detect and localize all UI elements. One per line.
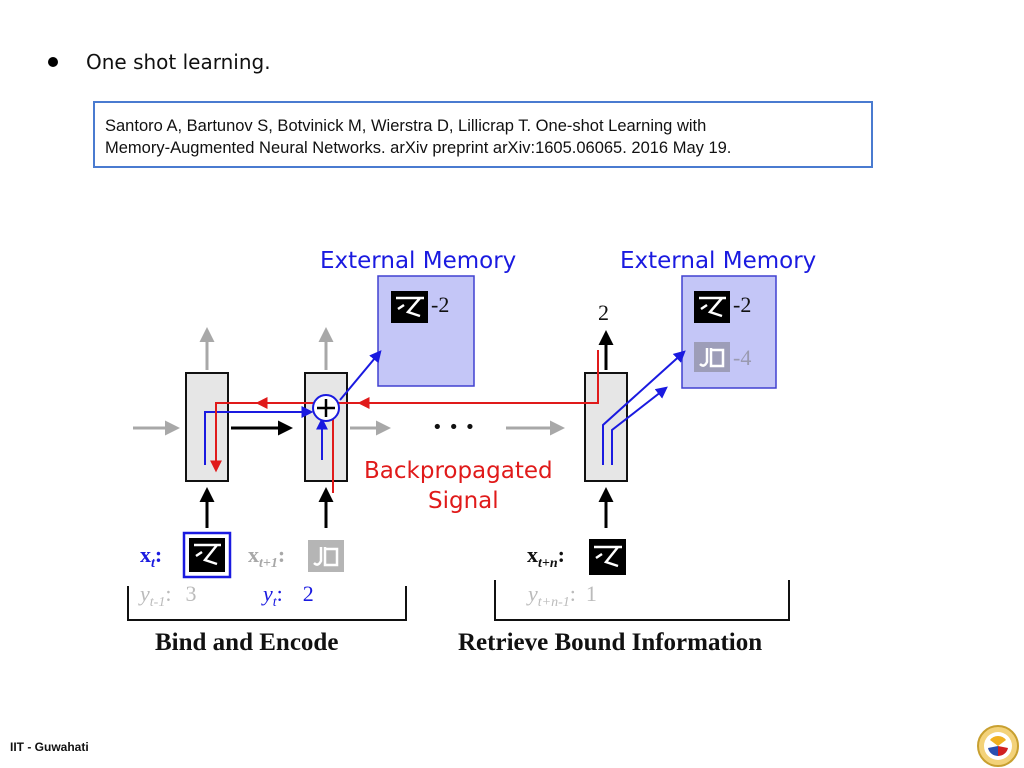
- write-path-blue: [204, 406, 314, 465]
- character-glyph-icon: [189, 538, 225, 572]
- rnn-cell-1: [185, 372, 229, 482]
- memory-right-value-2: -4: [733, 345, 751, 370]
- character-glyph-faded-icon: [694, 342, 730, 372]
- citation-line-1: Santoro A, Bartunov S, Botvinick M, Wier…: [105, 117, 707, 135]
- input-label-x-t1: xt+1:: [248, 542, 285, 571]
- read-path-blue-2: [611, 386, 668, 465]
- bullet-item: One shot learning.: [48, 50, 271, 74]
- bullet-dot: [48, 57, 58, 67]
- input-highlight-box: [182, 531, 232, 579]
- backprop-label-line-2: Signal: [428, 488, 499, 514]
- character-glyph-icon: [694, 291, 730, 323]
- iit-guwahati-logo-icon: [977, 725, 1019, 767]
- caption-retrieve: Retrieve Bound Information: [458, 629, 762, 656]
- citation-line-2: Memory-Augmented Neural Networks. arXiv …: [105, 139, 732, 157]
- rnn-cell-2: [304, 372, 348, 482]
- caption-bind-encode: Bind and Encode: [155, 629, 338, 656]
- label-y-t-1: yt-1:3: [138, 581, 196, 610]
- character-glyph-faded-icon: [308, 540, 344, 572]
- input-label-x-tn: xt+n:: [527, 542, 565, 571]
- bracket-retrieve: [494, 580, 790, 621]
- rnn-cell-3: [584, 372, 628, 482]
- character-glyph-icon: [589, 539, 626, 575]
- memory-right-value-1: -2: [733, 292, 751, 317]
- memory-write-arrow: [339, 350, 382, 401]
- read-path-blue-1: [602, 350, 686, 465]
- memory-left-value: -2: [431, 292, 449, 317]
- output-label: 2: [598, 300, 609, 325]
- label-y-t: yt:2: [261, 581, 314, 610]
- label-y-t-n-1: yt+n-1:1: [526, 581, 597, 610]
- backprop-path-cell1: [210, 402, 258, 473]
- memory-title-left: External Memory: [320, 248, 516, 274]
- memory-title-right: External Memory: [620, 248, 816, 274]
- bracket-bind-encode: [127, 586, 407, 621]
- plus-icon: [317, 399, 335, 417]
- ellipsis: • • •: [432, 417, 475, 438]
- character-glyph-icon: [391, 291, 428, 323]
- bullet-text: One shot learning.: [86, 50, 271, 74]
- backprop-label-line-1: Backpropagated: [364, 458, 553, 484]
- citation-box: Santoro A, Bartunov S, Botvinick M, Wier…: [93, 101, 873, 168]
- input-label-x-t: xt:: [140, 542, 162, 571]
- footer-institution: IIT - Guwahati: [10, 740, 89, 754]
